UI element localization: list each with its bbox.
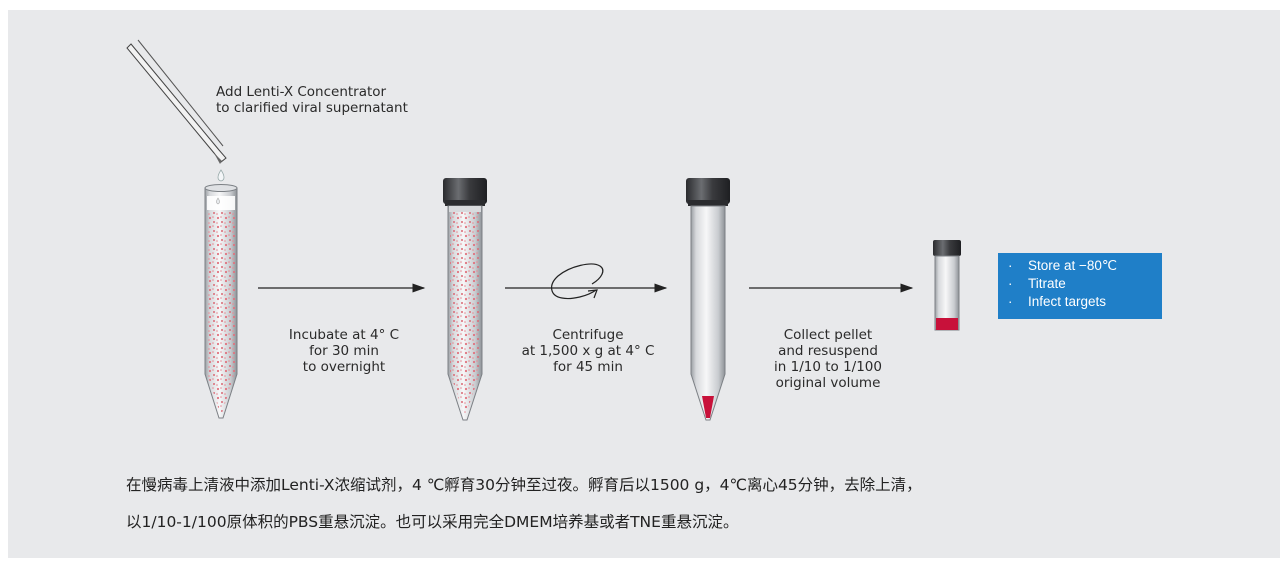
pipette-icon [126, 39, 227, 164]
incubate-line2: for 30 min [309, 343, 379, 359]
storage-vial [933, 240, 961, 331]
caption-line-2: 以1/10-1/100原体积的PBS重悬沉淀。也可以采用完全DMEM培养基或者T… [126, 513, 739, 531]
storage-item-store: ·Store at −80℃ [1008, 258, 1118, 273]
caption-line-1: 在慢病毒上清液中添加Lenti-X浓缩试剂，4 ℃孵育30分钟至过夜。孵育后以1… [126, 476, 922, 494]
centrifuge-line2: at 1,500 x g at 4° C [521, 343, 655, 359]
collect-line2: and resuspend [778, 343, 878, 359]
storage-item-titrate-text: Titrate [1028, 276, 1066, 291]
tube-2-incubated [443, 178, 487, 421]
collect-line3: in 1/10 to 1/100 [774, 359, 882, 375]
storage-item-infect-text: Infect targets [1028, 294, 1107, 309]
storage-item-store-text: Store at −80℃ [1028, 258, 1118, 273]
step1-line2: to clarified viral supernatant [216, 100, 408, 116]
collect-line1: Collect pellet [783, 327, 873, 343]
centrifuge-line1: Centrifuge [552, 327, 624, 343]
tube-3-pellet [686, 178, 730, 421]
centrifuge-line3: for 45 min [553, 359, 623, 375]
step1-line1: Add Lenti-X Concentrator [216, 84, 387, 100]
droplet-icon [217, 169, 225, 182]
storage-item-infect: ·Infect targets [1008, 294, 1107, 309]
incubate-line3: to overnight [302, 359, 386, 375]
step1-label: Add Lenti-X Concentrator to clarified vi… [216, 84, 408, 116]
centrifuge-label: Centrifuge at 1,500 x g at 4° C for 45 m… [503, 327, 673, 375]
rotation-icon [551, 263, 604, 300]
storage-options-box: ·Store at −80℃ ·Titrate ·Infect targets [998, 253, 1162, 319]
tube-1-supernatant [204, 184, 238, 419]
collect-line4: original volume [775, 375, 881, 391]
storage-item-titrate: ·Titrate [1008, 276, 1066, 291]
incubate-line1: Incubate at 4° C [288, 327, 400, 343]
incubate-label: Incubate at 4° C for 30 min to overnight [266, 327, 422, 375]
collect-label: Collect pellet and resuspend in 1/10 to … [748, 327, 908, 391]
